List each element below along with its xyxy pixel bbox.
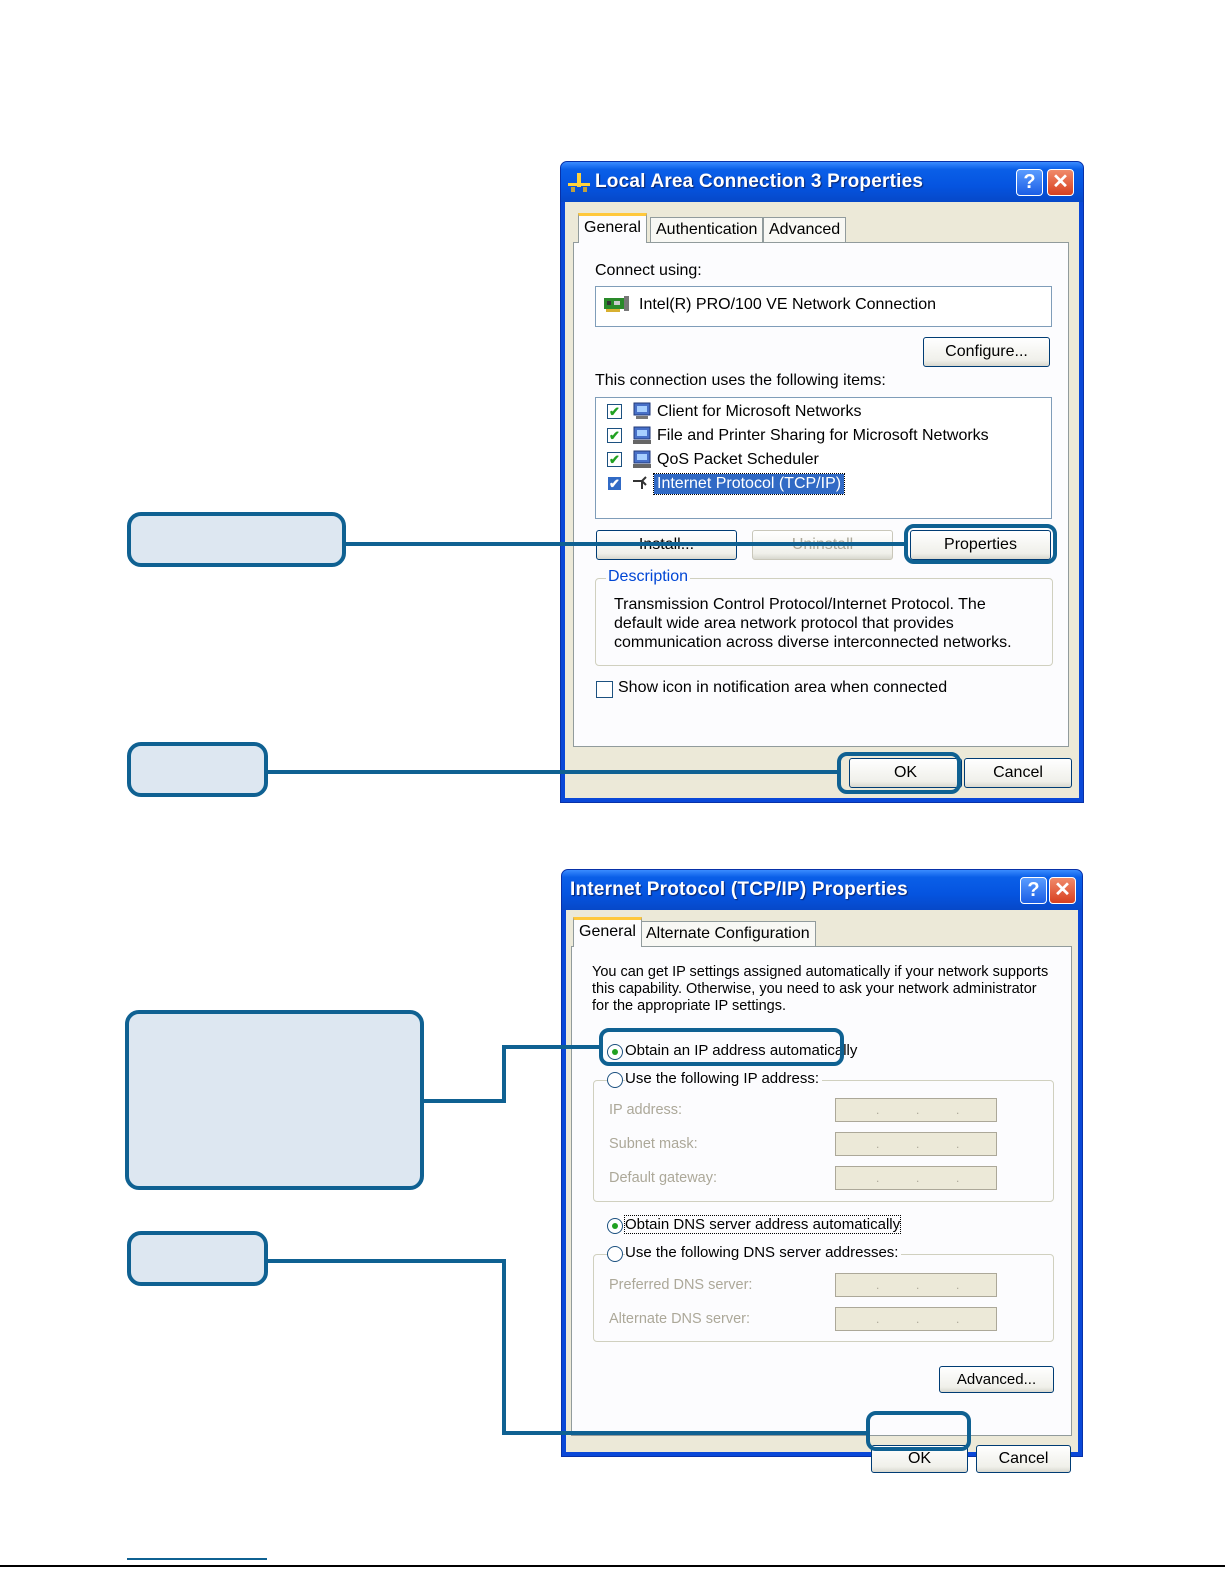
intro-text: You can get IP settings assigned automat… (592, 964, 1049, 1014)
obtain-ip-callout-box (125, 1010, 424, 1190)
dialog-client-area: General Authentication Advanced Connect … (565, 202, 1079, 798)
ip-address-label: IP address: (609, 1102, 683, 1118)
obtain-ip-auto-radio[interactable] (607, 1044, 623, 1060)
items-list: ✔ Client for Microsoft Networks ✔ File a… (595, 397, 1052, 519)
footer-rule (0, 1565, 1225, 1567)
description-title: Description (606, 568, 691, 586)
tab-advanced[interactable]: Advanced (763, 217, 847, 243)
general-tab-panel: Connect using: Intel(R) PRO/100 VE Netwo… (573, 242, 1069, 747)
title-bar[interactable]: Local Area Connection 3 Properties ? ✕ (561, 162, 1083, 202)
preferred-dns-label: Preferred DNS server: (609, 1277, 753, 1293)
tab-alternate-configuration[interactable]: Alternate Configuration (640, 921, 816, 947)
description-text: Transmission Control Protocol/Internet P… (614, 596, 1012, 651)
properties-highlight (904, 524, 1057, 564)
show-icon-checkbox[interactable] (596, 681, 613, 698)
item-checkbox[interactable]: ✔ (607, 452, 622, 467)
connect-using-label: Connect using: (595, 262, 702, 279)
item-checkbox[interactable]: ✔ (607, 476, 622, 491)
tab-general[interactable]: General (578, 213, 647, 243)
alternate-dns-label: Alternate DNS server: (609, 1311, 751, 1327)
ok2-callout-line-v (502, 1259, 506, 1435)
ip-address-field: ... (835, 1098, 997, 1122)
client-icon (633, 402, 651, 419)
subnet-mask-field: ... (835, 1132, 997, 1156)
ok-callout-line (267, 770, 839, 774)
subnet-mask-label: Subnet mask: (609, 1136, 698, 1152)
show-icon-label[interactable]: Show icon in notification area when conn… (618, 679, 948, 696)
dialog-client-area: General Alternate Configuration You can … (566, 910, 1078, 1473)
list-item-label-selected[interactable]: Internet Protocol (TCP/IP) (652, 473, 846, 495)
obtain-dns-auto-radio[interactable] (607, 1218, 623, 1234)
local-area-connection-dialog: Local Area Connection 3 Properties ? ✕ G… (560, 161, 1084, 803)
alternate-dns-field: ... (835, 1307, 997, 1331)
obtain-ip-callout-line-h2 (502, 1045, 601, 1049)
ok-highlight (837, 752, 961, 794)
obtain-dns-auto-label[interactable]: Obtain DNS server address automatically (623, 1215, 902, 1234)
footer-short-rule (127, 1558, 267, 1560)
scheduler-icon (633, 450, 651, 468)
item-checkbox[interactable]: ✔ (607, 428, 622, 443)
network-connection-icon (568, 173, 590, 192)
default-gateway-label: Default gateway: (609, 1170, 718, 1186)
obtain-ip-callout-line-h1 (423, 1099, 506, 1103)
ok2-callout-box (127, 1231, 268, 1286)
default-gateway-field: ... (835, 1166, 997, 1190)
items-label: This connection uses the following items… (595, 372, 886, 389)
use-following-ip-radio[interactable] (607, 1072, 623, 1088)
close-button[interactable]: ✕ (1049, 877, 1076, 904)
title-bar[interactable]: Internet Protocol (TCP/IP) Properties ? … (562, 870, 1082, 910)
protocol-icon (633, 476, 647, 489)
preferred-dns-field: ... (835, 1273, 997, 1297)
network-adapter-icon (604, 296, 629, 312)
list-item-label[interactable]: QoS Packet Scheduler (657, 451, 819, 468)
obtain-ip-callout-line-v (502, 1045, 506, 1103)
advanced-button[interactable]: Advanced... (939, 1366, 1054, 1393)
properties-callout-line (345, 542, 906, 546)
window-title: Internet Protocol (TCP/IP) Properties (570, 879, 908, 900)
obtain-ip-auto-label[interactable]: Obtain an IP address automatically (625, 1042, 858, 1059)
ok-button[interactable]: OK (849, 758, 962, 788)
help-button[interactable]: ? (1020, 877, 1047, 904)
window-title: Local Area Connection 3 Properties (595, 171, 924, 192)
use-following-dns-label[interactable]: Use the following DNS server addresses: (625, 1244, 902, 1261)
item-checkbox[interactable]: ✔ (607, 404, 622, 419)
ok2-callout-line-h1 (267, 1259, 506, 1263)
adapter-field[interactable]: Intel(R) PRO/100 VE Network Connection (595, 286, 1052, 327)
general-tab-panel: You can get IP settings assigned automat… (571, 946, 1072, 1436)
help-button[interactable]: ? (1016, 169, 1043, 196)
ok-callout-box (127, 742, 268, 797)
obtain-ip-highlight (599, 1028, 844, 1066)
properties-callout-box (127, 512, 346, 567)
ok2-callout-line-h2 (502, 1431, 868, 1435)
tab-general[interactable]: General (573, 917, 642, 947)
tcpip-properties-dialog: Internet Protocol (TCP/IP) Properties ? … (561, 869, 1083, 1473)
static-ip-groupbox (593, 1080, 1054, 1202)
sharing-icon (633, 426, 651, 444)
use-following-ip-label[interactable]: Use the following IP address: (625, 1070, 822, 1087)
ok2-highlight (866, 1411, 971, 1451)
description-groupbox (595, 578, 1053, 666)
tab-authentication[interactable]: Authentication (650, 217, 764, 243)
configure-button[interactable]: Configure... (923, 337, 1050, 367)
adapter-name: Intel(R) PRO/100 VE Network Connection (639, 296, 937, 313)
properties-button[interactable]: Properties (910, 530, 1051, 560)
list-item-label[interactable]: File and Printer Sharing for Microsoft N… (657, 427, 989, 444)
list-item-label[interactable]: Client for Microsoft Networks (657, 403, 862, 420)
cancel-button[interactable]: Cancel (964, 758, 1072, 788)
use-following-dns-radio[interactable] (607, 1246, 623, 1262)
cancel-button[interactable]: Cancel (976, 1445, 1071, 1473)
close-button[interactable]: ✕ (1047, 169, 1074, 196)
